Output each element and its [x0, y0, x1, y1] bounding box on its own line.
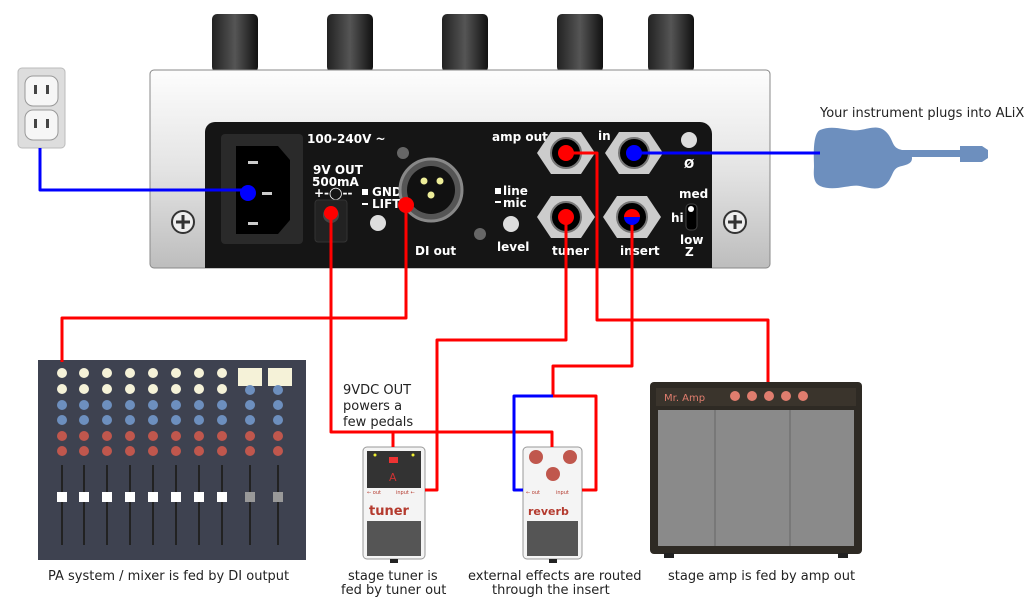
power-cable: [38, 148, 248, 192]
wall-outlet-icon: [17, 67, 66, 149]
impedance-med-label: med: [679, 187, 708, 201]
knob-2: [327, 14, 373, 72]
tuner-cable: [425, 217, 568, 492]
impedance-hi-label: hi: [671, 211, 684, 225]
stage-amp: Mr. Amp: [650, 382, 862, 558]
meter: [238, 368, 262, 386]
polarity-label: +-◯--: [314, 186, 352, 200]
tuner-display: A: [389, 471, 397, 484]
fader-5[interactable]: [148, 492, 158, 502]
reverb-input-label: input: [556, 490, 569, 496]
effects-caption-2: through the insert: [492, 583, 610, 598]
knobs: [212, 14, 694, 72]
reverb-knob-1[interactable]: [529, 450, 543, 464]
tuner-input-label: input ←: [396, 490, 415, 496]
effects-caption-1: external effects are routed: [468, 569, 641, 584]
meter: [268, 368, 292, 386]
tuner-pedal-name: tuner: [369, 504, 410, 519]
fader-1[interactable]: [57, 492, 67, 502]
nine-vdc-label-2: powers a: [343, 399, 402, 414]
fader-3[interactable]: [102, 492, 112, 502]
nine-v-out-label: 9V OUT: [313, 163, 364, 177]
impedance-z-label: Z: [685, 245, 694, 259]
reverb-footswitch[interactable]: [527, 521, 578, 556]
line-label: line: [503, 184, 528, 198]
impedance-low-label: low: [680, 233, 703, 247]
reverb-pedal: ← out input reverb: [522, 446, 583, 563]
amp-grille: [658, 410, 854, 546]
amp-caption: stage amp is fed by amp out: [668, 569, 855, 584]
fader-7[interactable]: [194, 492, 204, 502]
tuner-out-label: ← out: [367, 490, 381, 496]
lift-label: LIFT: [372, 197, 401, 211]
gnd-lift-button[interactable]: [370, 215, 386, 231]
knob-3: [442, 14, 488, 72]
xlr-di-out-connector[interactable]: [397, 147, 486, 240]
di-out-label: DI out: [415, 244, 456, 258]
fader-2[interactable]: [79, 492, 89, 502]
nine-v-current-label: 500mA: [312, 175, 360, 189]
line-mic-button[interactable]: [503, 216, 519, 232]
nine-vdc-label-3: few pedals: [343, 415, 413, 430]
reverb-knob-2[interactable]: [563, 450, 577, 464]
amp-out-label: amp out: [492, 130, 548, 144]
reverb-knob-3[interactable]: [546, 467, 560, 481]
tuner-jack-label: tuner: [552, 244, 589, 258]
insert-jack-label: insert: [620, 244, 660, 258]
mixer: [38, 360, 306, 560]
fader-8[interactable]: [217, 492, 227, 502]
fader-10[interactable]: [273, 492, 283, 502]
tuner-caption-1: stage tuner is: [348, 569, 438, 584]
tuner-footswitch[interactable]: [367, 521, 421, 556]
level-label: level: [497, 240, 529, 254]
nine-vdc-label-1: 9VDC OUT: [343, 383, 411, 398]
knob-4: [557, 14, 603, 72]
di-out-cable: [60, 205, 408, 362]
voltage-label: 100-240V ~: [307, 132, 386, 146]
knob-5: [648, 14, 694, 72]
in-label: in: [598, 129, 611, 143]
reverb-out-label: ← out: [526, 490, 540, 496]
power-inlet: [221, 134, 303, 244]
fader-6[interactable]: [171, 492, 181, 502]
fader-4[interactable]: [125, 492, 135, 502]
amp-out-cable: [566, 151, 770, 382]
guitar-icon: [813, 127, 988, 189]
reverb-pedal-name: reverb: [528, 505, 569, 518]
power-9v-cable: [329, 212, 554, 447]
instrument-label: Your instrument plugs into ALiX: [819, 106, 1024, 121]
fader-9[interactable]: [245, 492, 255, 502]
insert-return-cable: [512, 394, 553, 492]
mixer-label: PA system / mixer is fed by DI output: [48, 569, 289, 584]
tuner-pedal: A ← out input ← tuner: [362, 446, 426, 563]
phase-button[interactable]: [681, 132, 697, 148]
knob-1: [212, 14, 258, 72]
gnd-label: GND: [372, 185, 402, 199]
mic-label: mic: [503, 196, 527, 210]
amp-brand: Mr. Amp: [664, 393, 705, 404]
phase-label: Ø: [684, 157, 694, 171]
tuner-caption-2: fed by tuner out: [341, 583, 446, 598]
